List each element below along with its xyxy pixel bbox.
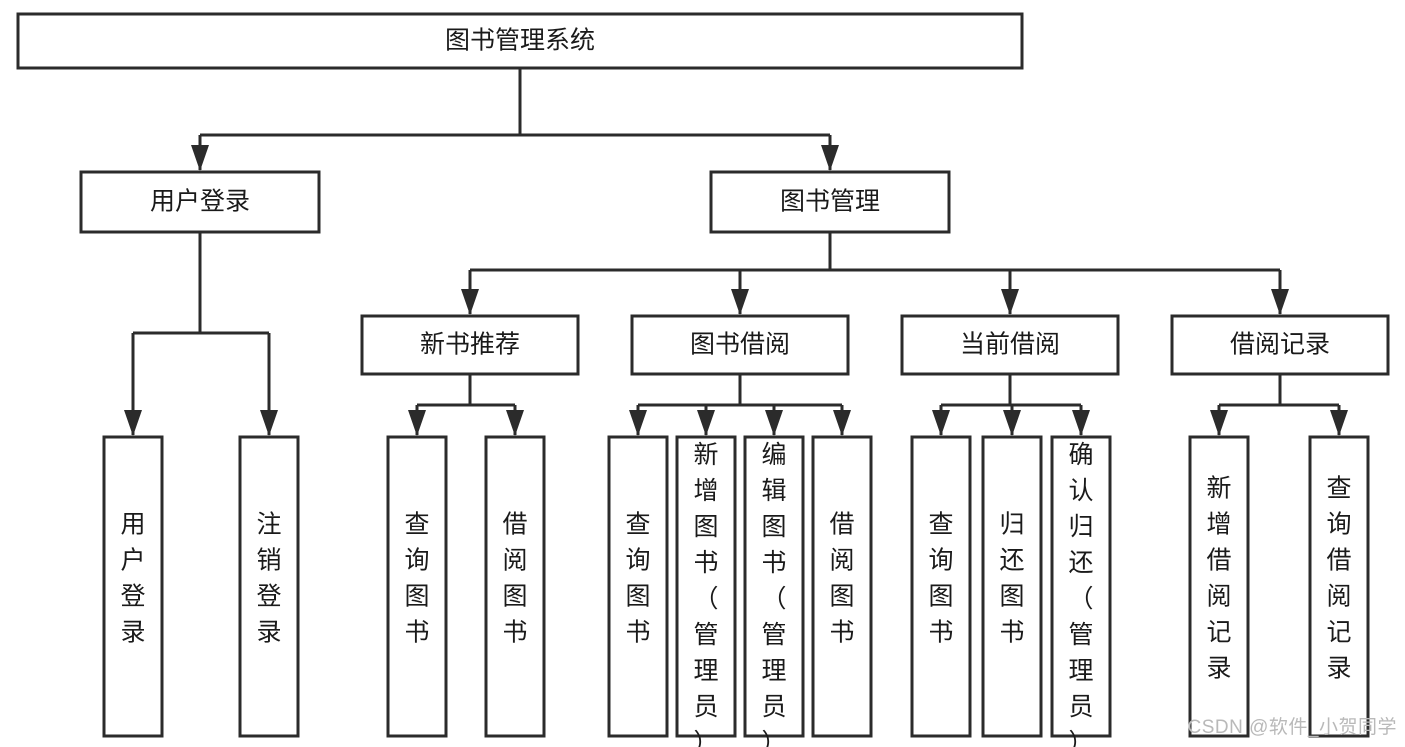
node-leaf-user-logout[interactable]: 注销登录 [238,435,300,738]
node-root[interactable]: 图书管理系统 [16,12,1024,70]
node-leaf-query-book-bor-box [607,435,669,738]
node-leaf-return-book-box [981,435,1043,738]
node-leaf-query-book-bor-label: 查询图书 [625,511,650,647]
node-book-borrow-label: 图书借阅 [690,331,790,359]
node-leaf-confirm-return[interactable]: 确认归还（管理员） [1050,435,1112,747]
arrow-head-icon [731,289,749,315]
node-user-login-box [79,170,321,234]
node-leaf-user-logout-box [238,435,300,738]
arrow-head-icon [1271,289,1289,315]
arrow-head-icon [1210,410,1228,436]
node-leaf-user-login-box [102,435,164,738]
node-leaf-query-borrow-record-label: 查询借阅记录 [1326,475,1351,683]
node-book-management[interactable]: 图书管理 [709,170,951,234]
node-leaf-borrow-book-rec[interactable]: 借阅图书 [484,435,546,738]
node-leaf-query-book-cur-box [910,435,972,738]
connectors-layer [124,68,1348,436]
node-leaf-return-book[interactable]: 归还图书 [981,435,1043,738]
node-borrow-records-box [1170,314,1390,376]
arrow-head-icon [833,410,851,436]
node-leaf-query-book-rec-box [386,435,448,738]
node-leaf-borrow-book-bor-label: 借阅图书 [829,511,854,647]
node-leaf-user-login[interactable]: 用户登录 [102,435,164,738]
arrow-head-icon [191,145,209,171]
node-leaf-add-borrow-record[interactable]: 新增借阅记录 [1188,435,1250,738]
node-borrow-records[interactable]: 借阅记录 [1170,314,1390,376]
csdn-watermark: CSDN @软件_小贺同学 [1187,717,1397,738]
arrow-head-icon [461,289,479,315]
arrow-head-icon [408,410,426,436]
node-leaf-borrow-book-rec-label: 借阅图书 [502,511,527,647]
node-leaf-query-borrow-record-box [1308,435,1370,738]
arrow-head-icon [1001,289,1019,315]
node-leaf-user-logout-label: 注销登录 [256,511,281,647]
arrow-head-icon [1072,410,1090,436]
arrow-head-icon [260,410,278,436]
arrow-head-icon [821,145,839,171]
arrow-head-icon [506,410,524,436]
arrow-head-icon [765,410,783,436]
node-leaf-add-book-admin-box [675,435,737,738]
nodes-layer: 图书管理系统用户登录图书管理新书推荐图书借阅当前借阅借阅记录用户登录注销登录查询… [16,12,1390,747]
node-leaf-add-borrow-record-label: 新增借阅记录 [1206,475,1231,683]
node-current-borrow[interactable]: 当前借阅 [900,314,1120,376]
node-leaf-edit-book-admin-label: 编辑图书（管理员） [761,441,786,747]
node-new-book-recommend[interactable]: 新书推荐 [360,314,580,376]
node-root-label: 图书管理系统 [445,27,595,55]
node-leaf-user-login-label: 用户登录 [120,511,145,647]
node-leaf-borrow-book-bor[interactable]: 借阅图书 [811,435,873,738]
arrow-head-icon [1330,410,1348,436]
arrow-head-icon [124,410,142,436]
node-leaf-edit-book-admin-box [743,435,805,738]
node-leaf-confirm-return-box [1050,435,1112,738]
node-leaf-add-borrow-record-box [1188,435,1250,738]
node-book-borrow-box [630,314,850,376]
node-user-login[interactable]: 用户登录 [79,170,321,234]
node-leaf-query-book-rec[interactable]: 查询图书 [386,435,448,738]
arrow-head-icon [697,410,715,436]
node-leaf-add-book-admin-label: 新增图书（管理员） [693,441,718,747]
node-current-borrow-box [900,314,1120,376]
node-new-book-recommend-box [360,314,580,376]
arrow-head-icon [1003,410,1021,436]
node-book-management-label: 图书管理 [780,188,880,216]
node-root-box [16,12,1024,70]
node-leaf-query-book-cur[interactable]: 查询图书 [910,435,972,738]
arrow-head-icon [629,410,647,436]
node-leaf-edit-book-admin[interactable]: 编辑图书（管理员） [743,435,805,747]
node-user-login-label: 用户登录 [150,188,250,216]
node-borrow-records-label: 借阅记录 [1230,331,1330,359]
node-leaf-confirm-return-label: 确认归还（管理员） [1068,441,1093,747]
node-current-borrow-label: 当前借阅 [960,331,1060,359]
arrow-head-icon [932,410,950,436]
node-book-borrow[interactable]: 图书借阅 [630,314,850,376]
node-new-book-recommend-label: 新书推荐 [420,331,520,359]
node-leaf-return-book-label: 归还图书 [999,511,1024,647]
node-leaf-borrow-book-bor-box [811,435,873,738]
node-leaf-borrow-book-rec-box [484,435,546,738]
node-leaf-query-borrow-record[interactable]: 查询借阅记录 [1308,435,1370,738]
node-leaf-query-book-rec-label: 查询图书 [404,511,429,647]
node-book-management-box [709,170,951,234]
node-leaf-add-book-admin[interactable]: 新增图书（管理员） [675,435,737,747]
node-leaf-query-book-bor[interactable]: 查询图书 [607,435,669,738]
node-leaf-query-book-cur-label: 查询图书 [928,511,953,647]
